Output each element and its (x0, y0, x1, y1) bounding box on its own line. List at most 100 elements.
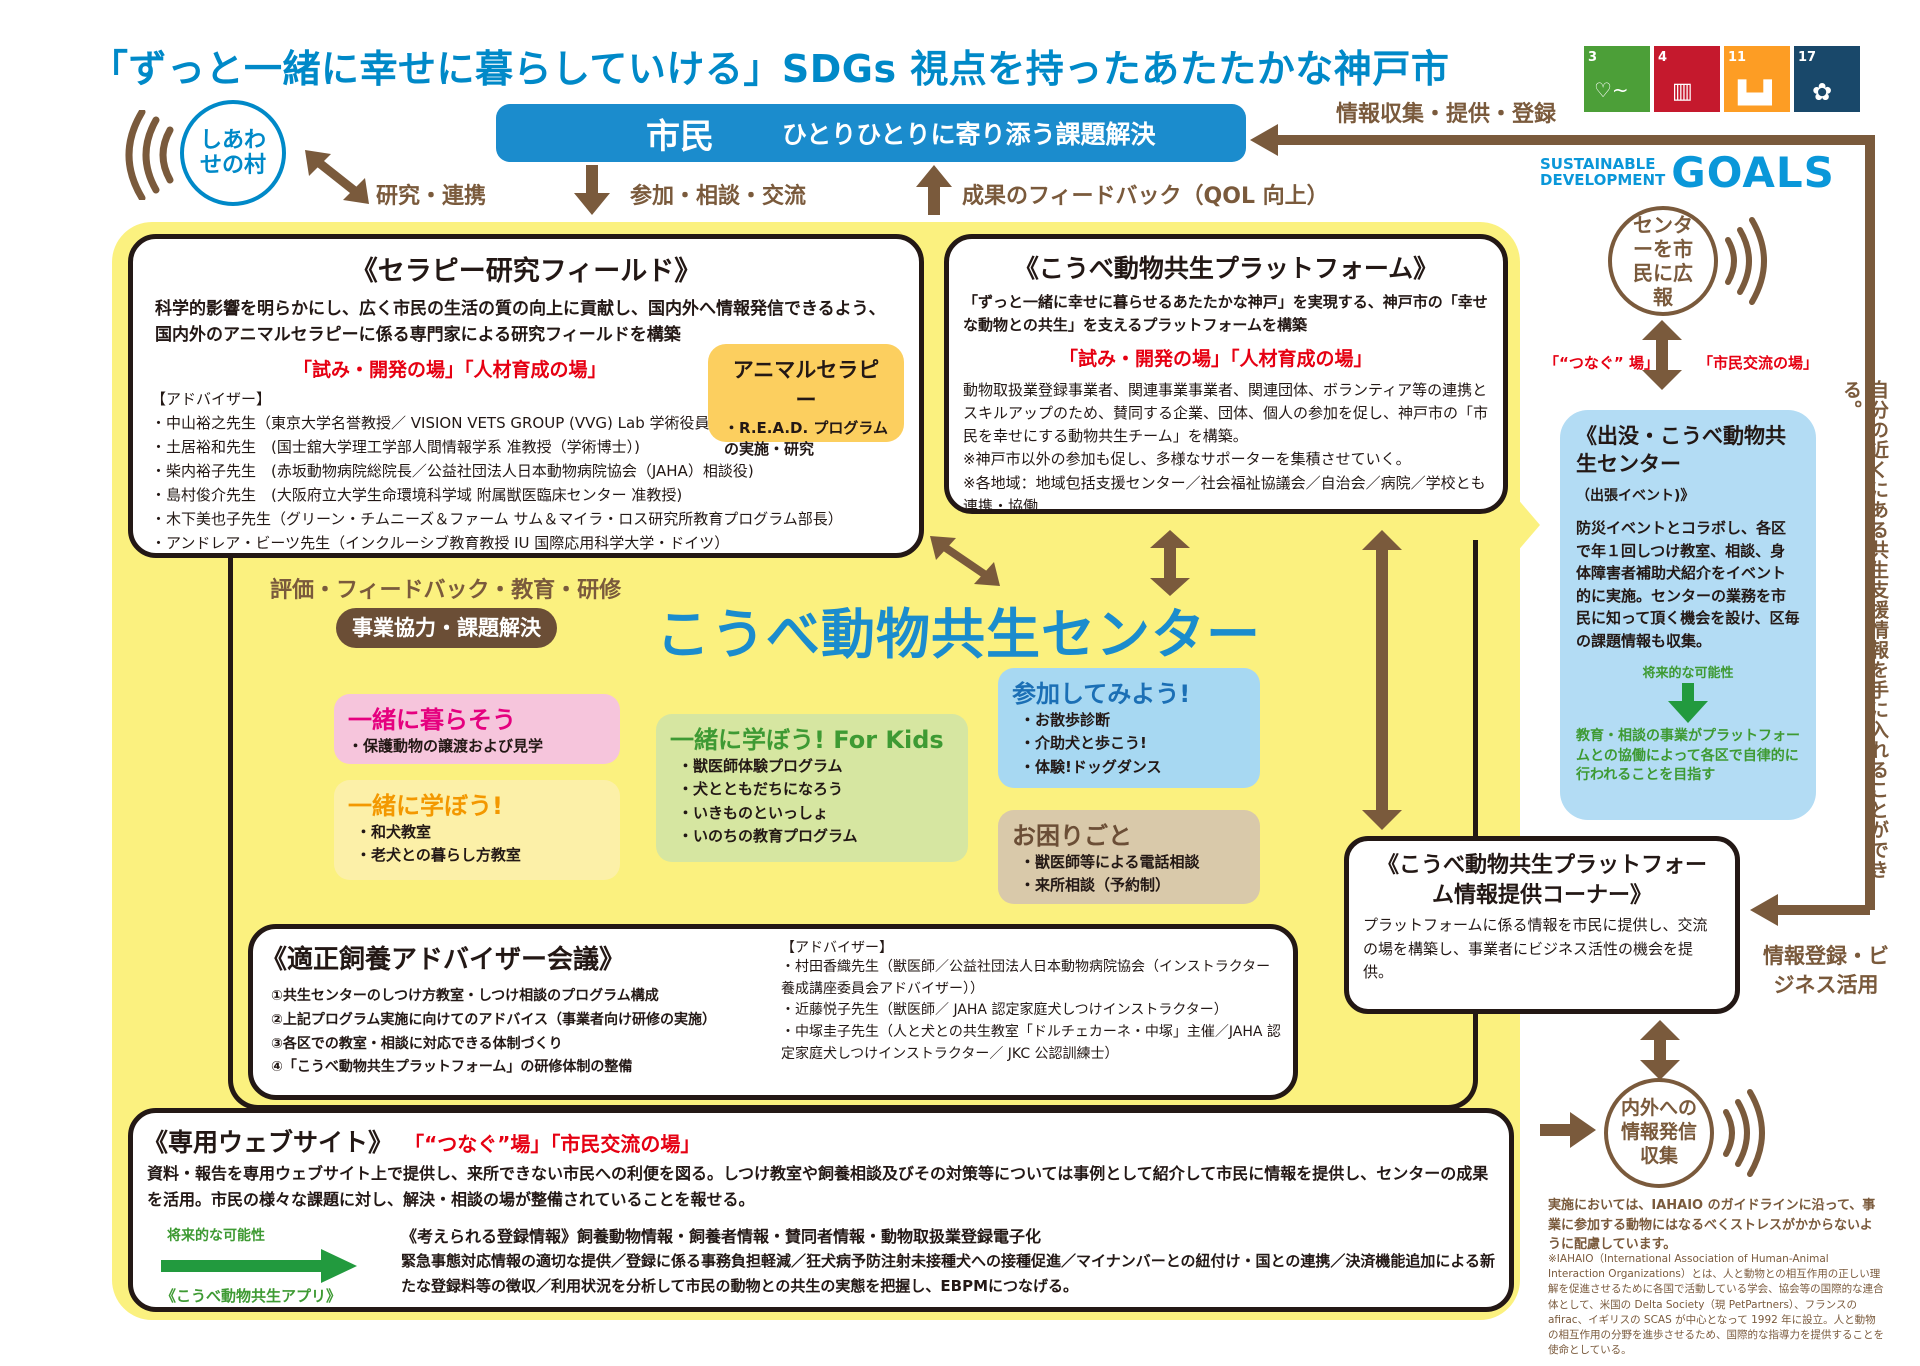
biz-label: 情報登録・ビジネス活用 (1763, 944, 1889, 998)
eval-label: 評価・フィードバック・教育・研修 (270, 578, 622, 603)
center-title: こうべ動物共生センター (656, 603, 1261, 666)
platform-note-2: ※各地域：地域包括支援センター／社会福祉協議会／自治会／病院／学校とも連携・協働 (963, 473, 1486, 515)
platform-note-1: ※神戸市以外の参加も促し、多様なサポーターを集積させていく。 (963, 450, 1411, 469)
publicize-arrow-icon (1642, 320, 1682, 390)
info-corner-arrow-icon (1640, 1020, 1680, 1080)
participate-arrow-icon (574, 165, 610, 215)
live-together-box: 一緒に暮らそう ・保護動物の譲渡および見学 (334, 694, 620, 764)
list-item: ④「こうべ動物共生プラットフォーム」の研修体制の整備 (271, 1059, 633, 1076)
app-label: 《こうべ動物共生アプリ》 (161, 1287, 342, 1305)
outreach-box: 《出没・こうべ動物共生センター （出張イベント)》 防災イベントとコラボし、各区… (1560, 410, 1816, 820)
list-item: ・アンドレア・ビーツ先生（インクルーシブ教育教授 IU 国際応用科学大学・ドイツ… (151, 533, 730, 552)
sdg-11-icon: 11 ▙▟ (1724, 46, 1790, 112)
info-corner-body: プラットフォームに係る情報を市民に提供し、交流の場を構築し、事業者にビジネス活性… (1363, 916, 1708, 981)
feedback-label: 成果のフィードバック（QOL 向上） (962, 184, 1329, 209)
platform-highlight: 「試み・開発の場」「人材育成の場」 (1059, 347, 1373, 370)
list-item: ①共生センターのしつけ方教室・しつけ相談のプログラム構成 (271, 988, 659, 1004)
animal-therapy-box: アニマルセラピー ・R.E.A.D. プログラムの実施・研究 (708, 344, 904, 458)
therapy-advisor-label: 【アドバイザー】 (151, 389, 272, 408)
therapy-advisor-list: ・中山裕之先生（東京大学名誉教授／ VISION VETS GROUP (VVG… (151, 411, 919, 555)
list-item: ・獣医師体験プログラム (678, 757, 843, 775)
research-arrow-icon (305, 150, 369, 204)
sdg-17-icon: 17 ✿ (1794, 46, 1860, 112)
citizen-text: ひとりひとりに寄り添う課題解決 (782, 120, 1156, 149)
outreach-title: 《出没・こうべ動物共生センター (1576, 424, 1786, 477)
future-label: 将来的な可能性 (167, 1228, 265, 1244)
list-item: ・中塚圭子先生（人と犬との共生教室「ドルチェカーネ・中塚」主催／JAHA 認定家… (781, 1024, 1281, 1062)
list-item: ・近藤悦子先生（獣医師／ JAHA 認定家庭犬しつけインストラクター） (781, 1002, 1228, 1019)
meeting-advisor-label: 【アドバイザー】 (781, 940, 893, 956)
list-item: ・犬とともだちになろう (678, 780, 844, 799)
list-item: ・いきものといっしょ (678, 803, 829, 822)
list-item: ・いのちの教育プログラム (678, 826, 858, 845)
website-highlight: 「“つなぐ”場」「市民交流の場」 (404, 1132, 701, 1156)
trouble-box: お困りごと ・獣医師等による電話相談 ・来所相談（予約制） (998, 810, 1260, 904)
therapy-highlight: 「試み・開発の場」「人材育成の場」 (293, 358, 607, 381)
kids-box: 一緒に学ぼう! For Kids ・獣医師体験プログラム ・犬とともだちになろう… (656, 714, 968, 862)
iahaio-note: 実施においては、IAHAIO のガイドラインに沿って、事業に参加する動物にはなる… (1548, 1198, 1876, 1252)
platform-desc: 「ずっと一緒に幸せに暮らせるあたたかな神戸」を実現する、神戸市の「幸せな動物との… (963, 293, 1488, 335)
future-arrow-icon (161, 1249, 357, 1283)
list-item: ・お散歩診断 (1020, 711, 1111, 729)
list-item: ・介助犬と歩こう! (1020, 734, 1147, 753)
page-title: 「ずっと一緒に幸せに暮らしていける」SDGs 視点を持ったあたたかな神戸市 (90, 47, 1450, 91)
publicize-wave-icon (1725, 217, 1767, 305)
platform-title: 《こうべ動物共生プラットフォーム》 (1013, 254, 1439, 283)
list-item: ・獣医師等による電話相談 (1020, 853, 1200, 871)
therapy-title: 《セラピー研究フィールド》 (350, 256, 702, 287)
platform-center-arrow-icon (1150, 530, 1190, 596)
tsunagu-label: 「“つなぐ” 場」 (1544, 354, 1659, 372)
list-item: ・木下美也子先生（グリーン・チムニーズ＆ファーム サム＆マイラ・ロス研究所教育プ… (151, 509, 843, 528)
list-item: ・体験!ドッグダンス (1020, 757, 1162, 776)
outreach-body: 防災イベントとコラボし、各区で年１回しつけ教室、相談、身体障害者補助犬紹介をイベ… (1576, 519, 1800, 650)
info-corner-title: 《こうべ動物共生プラットフォーム情報提供コーナー》 (1376, 853, 1707, 908)
list-item: ・中山裕之先生（東京大学名誉教授／ VISION VETS GROUP (VVG… (151, 413, 725, 432)
website-box: 《専用ウェブサイト》 「“つなぐ”場」「市民交流の場」 資料・報告を専用ウェブサ… (128, 1108, 1514, 1312)
right-loop-line (1250, 124, 1875, 926)
outreach-future-text: 教育・相談の事業がプラットフォームとの協働によって各区で自律的に行われることを目… (1576, 728, 1800, 784)
outreach-future-label: 将来的な可能性 (1642, 666, 1734, 682)
meeting-items: ①共生センターのしつけ方教室・しつけ相談のプログラム構成 ②上記プログラム実施に… (271, 985, 716, 1080)
website-desc: 資料・報告を専用ウェブサイト上で提供し、来所できない市民への利便を図る。しつけ教… (147, 1164, 1489, 1209)
list-item: ・土居裕和先生 (国士舘大学理工学部人間情報学系 准教授（学術博士）) (151, 437, 640, 456)
participate-label: 参加・相談・交流 (630, 184, 807, 209)
list-item: ③各区での教室・相談に対応できる体制づくり (271, 1035, 563, 1052)
meeting-advisors: ・村田香織先生（獣医師／公益社団法人日本動物病院協会（インストラクター養成講座委… (781, 957, 1281, 1065)
sdg-3-icon: 3 ♡~ (1584, 46, 1650, 112)
list-item: ・来所相談（予約制） (1020, 876, 1171, 895)
send-collect-circle: 内外への情報発信収集 (1604, 1078, 1714, 1188)
publicize-circle: センターを市民に広報 (1608, 206, 1718, 316)
advisor-meeting-box: 《適正飼養アドバイザー会議》 ①共生センターのしつけ方教室・しつけ相談のプログラ… (248, 924, 1298, 1100)
platform-box: 《こうべ動物共生プラットフォーム》 「ずっと一緒に幸せに暮らせるあたたかな神戸」… (944, 234, 1508, 515)
center-inner-frame (228, 540, 1478, 1110)
research-label: 研究・連携 (376, 184, 487, 209)
meeting-title: 《適正飼養アドバイザー会議》 (261, 945, 626, 975)
sdg-4-icon: 4 ▥ (1654, 46, 1720, 112)
citizen-label: 市民 (646, 116, 714, 157)
list-item: ・島村俊介先生 (大阪府立大学生命環境科学域 附属獣医臨床センター 准教授) (151, 485, 683, 504)
reg-body: 緊急事態対応情報の適切な提供／登録に係る事務負担軽減／狂犬病予防注射未接種犬への… (401, 1252, 1495, 1295)
sdg-logo: SUSTAINABLE DEVELOPMENT GOALS (1540, 148, 1835, 197)
list-item: ・和犬教室 (356, 823, 432, 841)
list-item: ・柴内裕子先生 (赤坂動物病院総院長／公益社団法人日本動物病院協会（JAHA）相… (151, 461, 754, 480)
vertical-info-text: 自分の近くにある共生支援情報を手に入れることができる。 (1840, 380, 1889, 880)
feedback-arrow-icon (916, 165, 952, 215)
koryu-label: 「市民交流の場」 (1698, 354, 1819, 372)
therapy-desc: 科学的影響を明らかにし、広く市民の生活の質の向上に貢献し、国内外へ情報発信できる… (155, 299, 886, 346)
info-corner-box: 《こうべ動物共生プラットフォーム情報提供コーナー》 プラットフォームに係る情報を… (1344, 836, 1740, 1014)
village-wave-icon (125, 110, 174, 200)
outreach-down-arrow-icon (1668, 683, 1708, 724)
shiawase-village-circle: しあわせの村 (180, 100, 286, 206)
coop-badge: 事業協力・課題解決 (336, 608, 557, 648)
platform-info-arrow-icon (1362, 530, 1402, 830)
list-item: ・老犬との暮らし方教室 (356, 846, 521, 865)
info-collect-label: 情報収集・提供・登録 (1336, 102, 1557, 127)
website-title: 《専用ウェブサイト》 (143, 1128, 394, 1157)
sdg-icons: 3 ♡~ 4 ▥ 11 ▙▟ 17 ✿ (1584, 46, 1860, 112)
therapy-center-arrow-icon (930, 536, 1000, 586)
list-item: ②上記プログラム実施に向けてのアドバイス（事業者向け研修の実施） (271, 1011, 717, 1028)
learn-together-box: 一緒に学ぼう! ・和犬教室 ・老犬との暮らし方教室 (334, 780, 620, 880)
iahaio-small-note: ※IAHAIO（International Association of Hum… (1548, 1253, 1884, 1357)
send-wave-icon (1723, 1089, 1765, 1177)
list-item: ・村田香織先生（獣医師／公益社団法人日本動物病院協会（インストラクター養成講座委… (781, 959, 1271, 997)
